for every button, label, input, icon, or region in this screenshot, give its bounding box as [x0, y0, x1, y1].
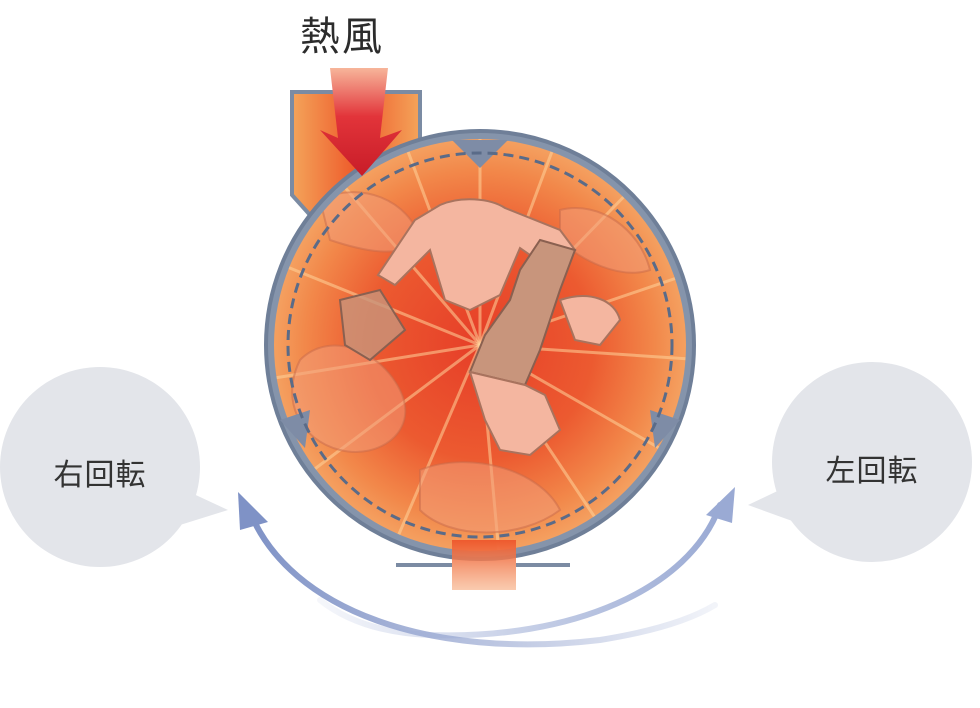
right-rotation-arrow-icon: [238, 492, 718, 648]
bubble-left-rotation: [748, 362, 972, 562]
clothing-shirt: [376, 198, 577, 312]
drum-perforation-ring: [286, 151, 674, 539]
heat-air-arrow-icon: [320, 68, 402, 176]
clothing-cloth-left: [338, 288, 407, 362]
heat-air-label: 熱風: [300, 14, 384, 60]
left-rotation-label: 左回転: [825, 454, 919, 489]
left-rotation-arrow-icon: [317, 487, 735, 639]
bubble-right-rotation: [0, 367, 228, 567]
exhaust-outlet: [396, 540, 570, 590]
drum-baffles: [280, 140, 680, 448]
right-rotation-label: 右回転: [53, 458, 147, 493]
clothing-pants: [468, 295, 622, 457]
